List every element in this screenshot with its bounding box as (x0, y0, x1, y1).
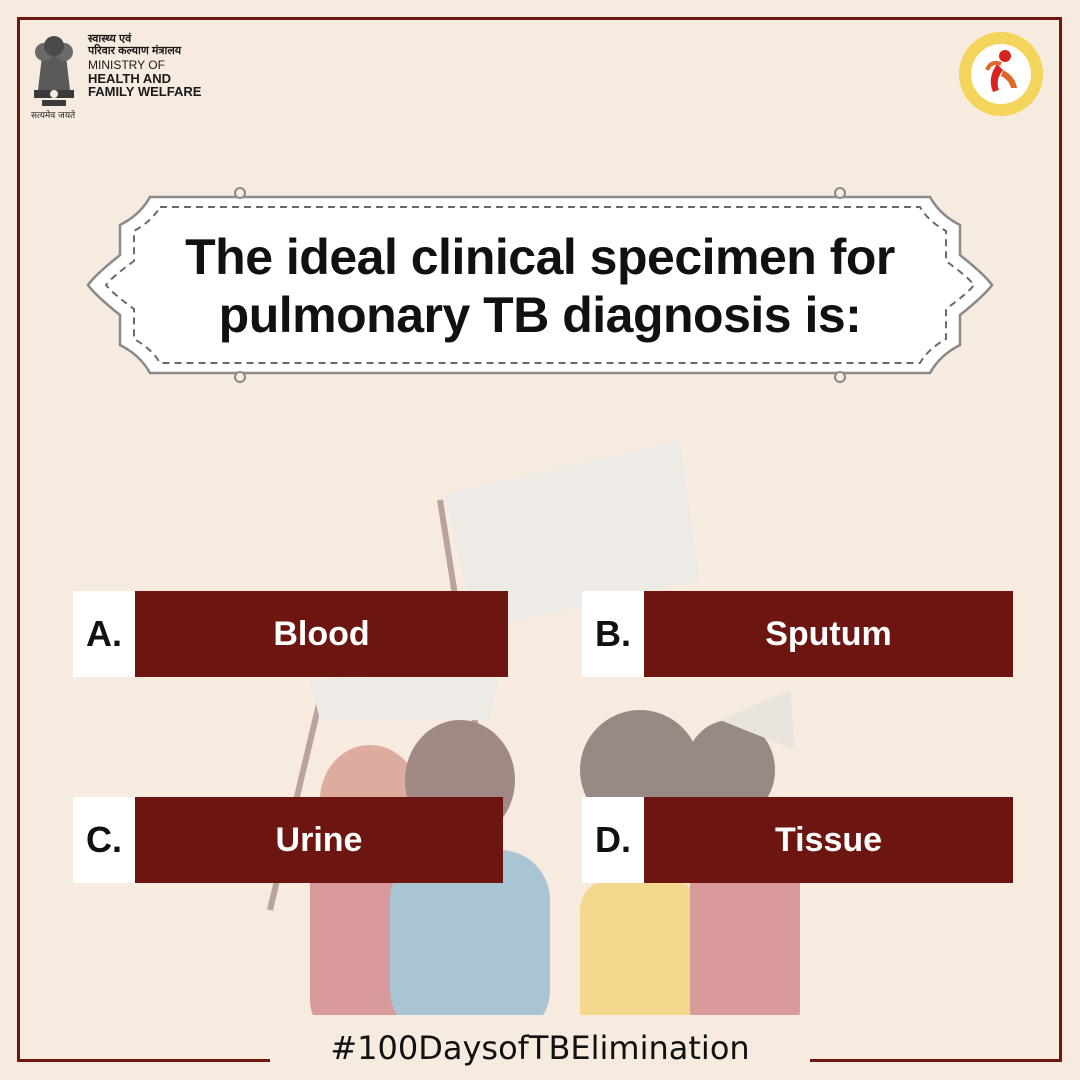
protest-illustration (250, 420, 810, 1040)
ministry-hindi-line1: स्वास्थ्य एवं (88, 33, 132, 45)
question-line1: The ideal clinical specimen for (185, 229, 895, 285)
ministry-hindi-line2: परिवार कल्याण मंत्रालय (88, 44, 182, 57)
ministry-name: स्वास्थ्य एवं परिवार कल्याण मंत्रालय MIN… (88, 33, 202, 100)
option-c-text: Urine (135, 797, 503, 883)
question-line2: pulmonary TB diagnosis is: (218, 287, 862, 343)
option-c-letter: C. (73, 797, 135, 883)
option-d-letter: D. (582, 797, 644, 883)
option-a[interactable]: A. Blood (73, 591, 508, 677)
emblem-motto: सत्यमेव जयते (31, 111, 76, 121)
hashtag: #100DaysofTBElimination (270, 1015, 810, 1080)
option-b-letter: B. (582, 591, 644, 677)
ministry-logo: स्वास्थ्य एवं परिवार कल्याण मंत्रालय MIN… (28, 28, 201, 118)
question-text: The ideal clinical specimen for pulmonar… (100, 228, 980, 344)
option-b[interactable]: B. Sputum (582, 591, 1013, 677)
ministry-en-line3: FAMILY WELFARE (88, 84, 202, 100)
option-b-text: Sputum (644, 591, 1013, 677)
option-a-letter: A. (73, 591, 135, 677)
option-d[interactable]: D. Tissue (582, 797, 1013, 883)
question-banner (80, 185, 1000, 385)
ntep-logo-icon (957, 30, 1045, 118)
national-emblem-icon (28, 28, 80, 118)
option-d-text: Tissue (644, 797, 1013, 883)
ministry-en-line2: HEALTH AND (88, 70, 172, 86)
ministry-en-line1: MINISTRY OF (88, 58, 165, 73)
option-a-text: Blood (135, 591, 508, 677)
option-c[interactable]: C. Urine (73, 797, 503, 883)
